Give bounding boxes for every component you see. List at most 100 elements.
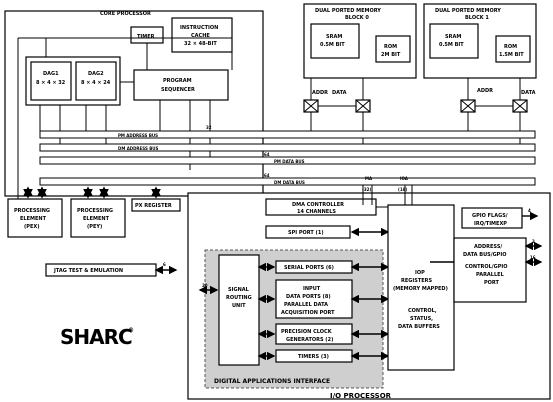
cache-line2: CACHE	[191, 33, 210, 39]
instruction-cache-block	[171, 17, 233, 53]
dag2-block	[75, 61, 117, 101]
mem1-title2: BLOCK 1	[465, 15, 489, 21]
mem0-rom	[375, 35, 411, 63]
pp-line3: CONTROL/GPIO	[465, 264, 508, 270]
iop-line5: STATUS,	[410, 316, 433, 322]
input-line1: INPUT	[303, 286, 321, 292]
mem0-sram	[310, 23, 360, 59]
pm-data-bus	[39, 156, 536, 165]
sharc-logo-mark: ®	[128, 327, 134, 334]
sharc-logo: SHARC ®	[60, 325, 134, 349]
data1-label: DATA	[521, 90, 536, 96]
addr0-label: ADDR	[312, 90, 328, 96]
sru-line3: UNIT	[232, 303, 246, 309]
dm-address-label: DM ADDRESS BUS	[118, 146, 159, 151]
program-sequencer-block	[133, 69, 229, 101]
core-vertical-links	[39, 100, 211, 170]
sru-arrows	[198, 227, 390, 361]
core-internal-wiring	[17, 37, 233, 205]
dm-data-width: 64	[264, 173, 270, 178]
px-register-block	[131, 198, 181, 212]
pex-line2: ELEMENT	[20, 216, 47, 222]
pp-line2: DATA BUS/GPIO	[463, 252, 506, 258]
gpio-line1: GPIO FLAGS/	[472, 213, 508, 219]
addr1-label: ADDR	[477, 88, 493, 94]
dag2-line2: 8 × 4 × 24	[81, 80, 111, 86]
iop-line2: REGISTERS	[401, 278, 433, 284]
mem0-sram1: SRAM	[326, 34, 342, 40]
sru-line2: ROUTING	[226, 295, 252, 301]
mem1-rom2: 1.5M BIT	[499, 52, 524, 58]
dm-data-label: DM DATA BUS	[274, 180, 305, 185]
input-line3: PARALLEL DATA	[284, 302, 328, 308]
mem1-sram1: SRAM	[445, 34, 461, 40]
sequencer-line2: SEQUENCER	[161, 87, 195, 93]
mem1-rom	[495, 35, 531, 63]
jtag-label: JTAG TEST & EMULATION	[53, 268, 123, 274]
pm-data-width: 64	[264, 152, 270, 157]
mem1-sram	[429, 23, 479, 59]
dag1-line2: 8 × 4 × 32	[36, 80, 66, 86]
gpio-width: 4	[528, 208, 531, 213]
cache-line1: INSTRUCTION	[180, 25, 218, 31]
dm-address-bus	[39, 143, 536, 152]
dag2-line1: DAG2	[88, 71, 104, 77]
iop-line4: CONTROL,	[408, 308, 437, 314]
pe-bus-arrows	[23, 186, 161, 199]
sru-line1: SIGNAL	[228, 287, 250, 293]
parallel-port-arrows	[430, 241, 543, 267]
dma-line2: 14 CHANNELS	[297, 209, 336, 215]
mem1-rom1: ROM	[504, 44, 517, 50]
pp-line4: PARALLEL	[476, 272, 505, 278]
spi-label: SPI PORT (1)	[288, 230, 324, 236]
dag1-block	[30, 61, 72, 101]
mem0-sram2: 0.5M BIT	[320, 42, 345, 48]
pp-width1: 3	[532, 239, 535, 244]
px-register-label: PX REGISTER	[135, 203, 172, 209]
jtag-width: 6	[163, 262, 166, 267]
iop-line6: DATA BUFFERS	[398, 324, 440, 330]
sequencer-line1: PROGRAM	[163, 78, 192, 84]
pm-address-width: 32	[206, 125, 212, 130]
bus-switches	[303, 99, 528, 113]
dag1-line1: DAG1	[43, 71, 59, 77]
mem0-rom1: ROM	[384, 44, 397, 50]
io-processor-label: I/O PROCESSOR	[330, 392, 392, 400]
gpio-line2: IRQ/TIMEXP	[474, 221, 507, 227]
timers-label: TIMERS (3)	[298, 354, 329, 360]
pm-data-label: PM DATA BUS	[274, 159, 305, 164]
io-bus-b: IOA	[400, 176, 409, 181]
dai-label: DIGITAL APPLICATIONS INTERFACE	[214, 378, 330, 385]
clock-line1: PRECISION CLOCK	[281, 329, 333, 335]
core-processor-title: CORE PROCESSOR	[100, 11, 151, 17]
pm-address-label: PM ADDRESS BUS	[118, 133, 158, 138]
pey-line1: PROCESSING	[77, 208, 113, 214]
mem0-rom2: 2M BIT	[381, 52, 401, 58]
io-bus-a: MA	[365, 176, 373, 181]
pex-block	[7, 198, 63, 238]
pey-line3: (PEY)	[87, 224, 102, 230]
timer-label: TIMER	[137, 34, 155, 40]
dai-width: 20	[202, 283, 208, 288]
pey-block	[70, 198, 126, 238]
pm-address-bus	[39, 130, 536, 139]
io-bus-a-width: (32)	[362, 187, 371, 192]
io-bus-b-width: (18)	[398, 187, 407, 192]
mem1-sram2: 0.5M BIT	[439, 42, 464, 48]
iop-line3: (MEMORY MAPPED)	[393, 286, 448, 292]
dma-line1: DMA CONTROLLER	[292, 202, 344, 208]
mem0-title1: DUAL PORTED MEMORY	[315, 8, 381, 14]
mem0-title2: BLOCK 0	[345, 15, 369, 21]
iop-bus-links	[362, 185, 413, 208]
pp-line1: ADDRESS/	[474, 244, 502, 250]
cache-line3: 32 × 48-BIT	[184, 41, 217, 47]
memory-port-links	[310, 78, 521, 148]
dm-data-bus	[39, 177, 536, 186]
pey-line2: ELEMENT	[83, 216, 110, 222]
iop-registers-block	[387, 204, 455, 371]
sharc-logo-text: SHARC	[60, 325, 132, 349]
pp-line5: PORT	[484, 280, 500, 286]
iop-line1: IOP	[415, 270, 425, 276]
spi-port-block	[265, 225, 351, 239]
